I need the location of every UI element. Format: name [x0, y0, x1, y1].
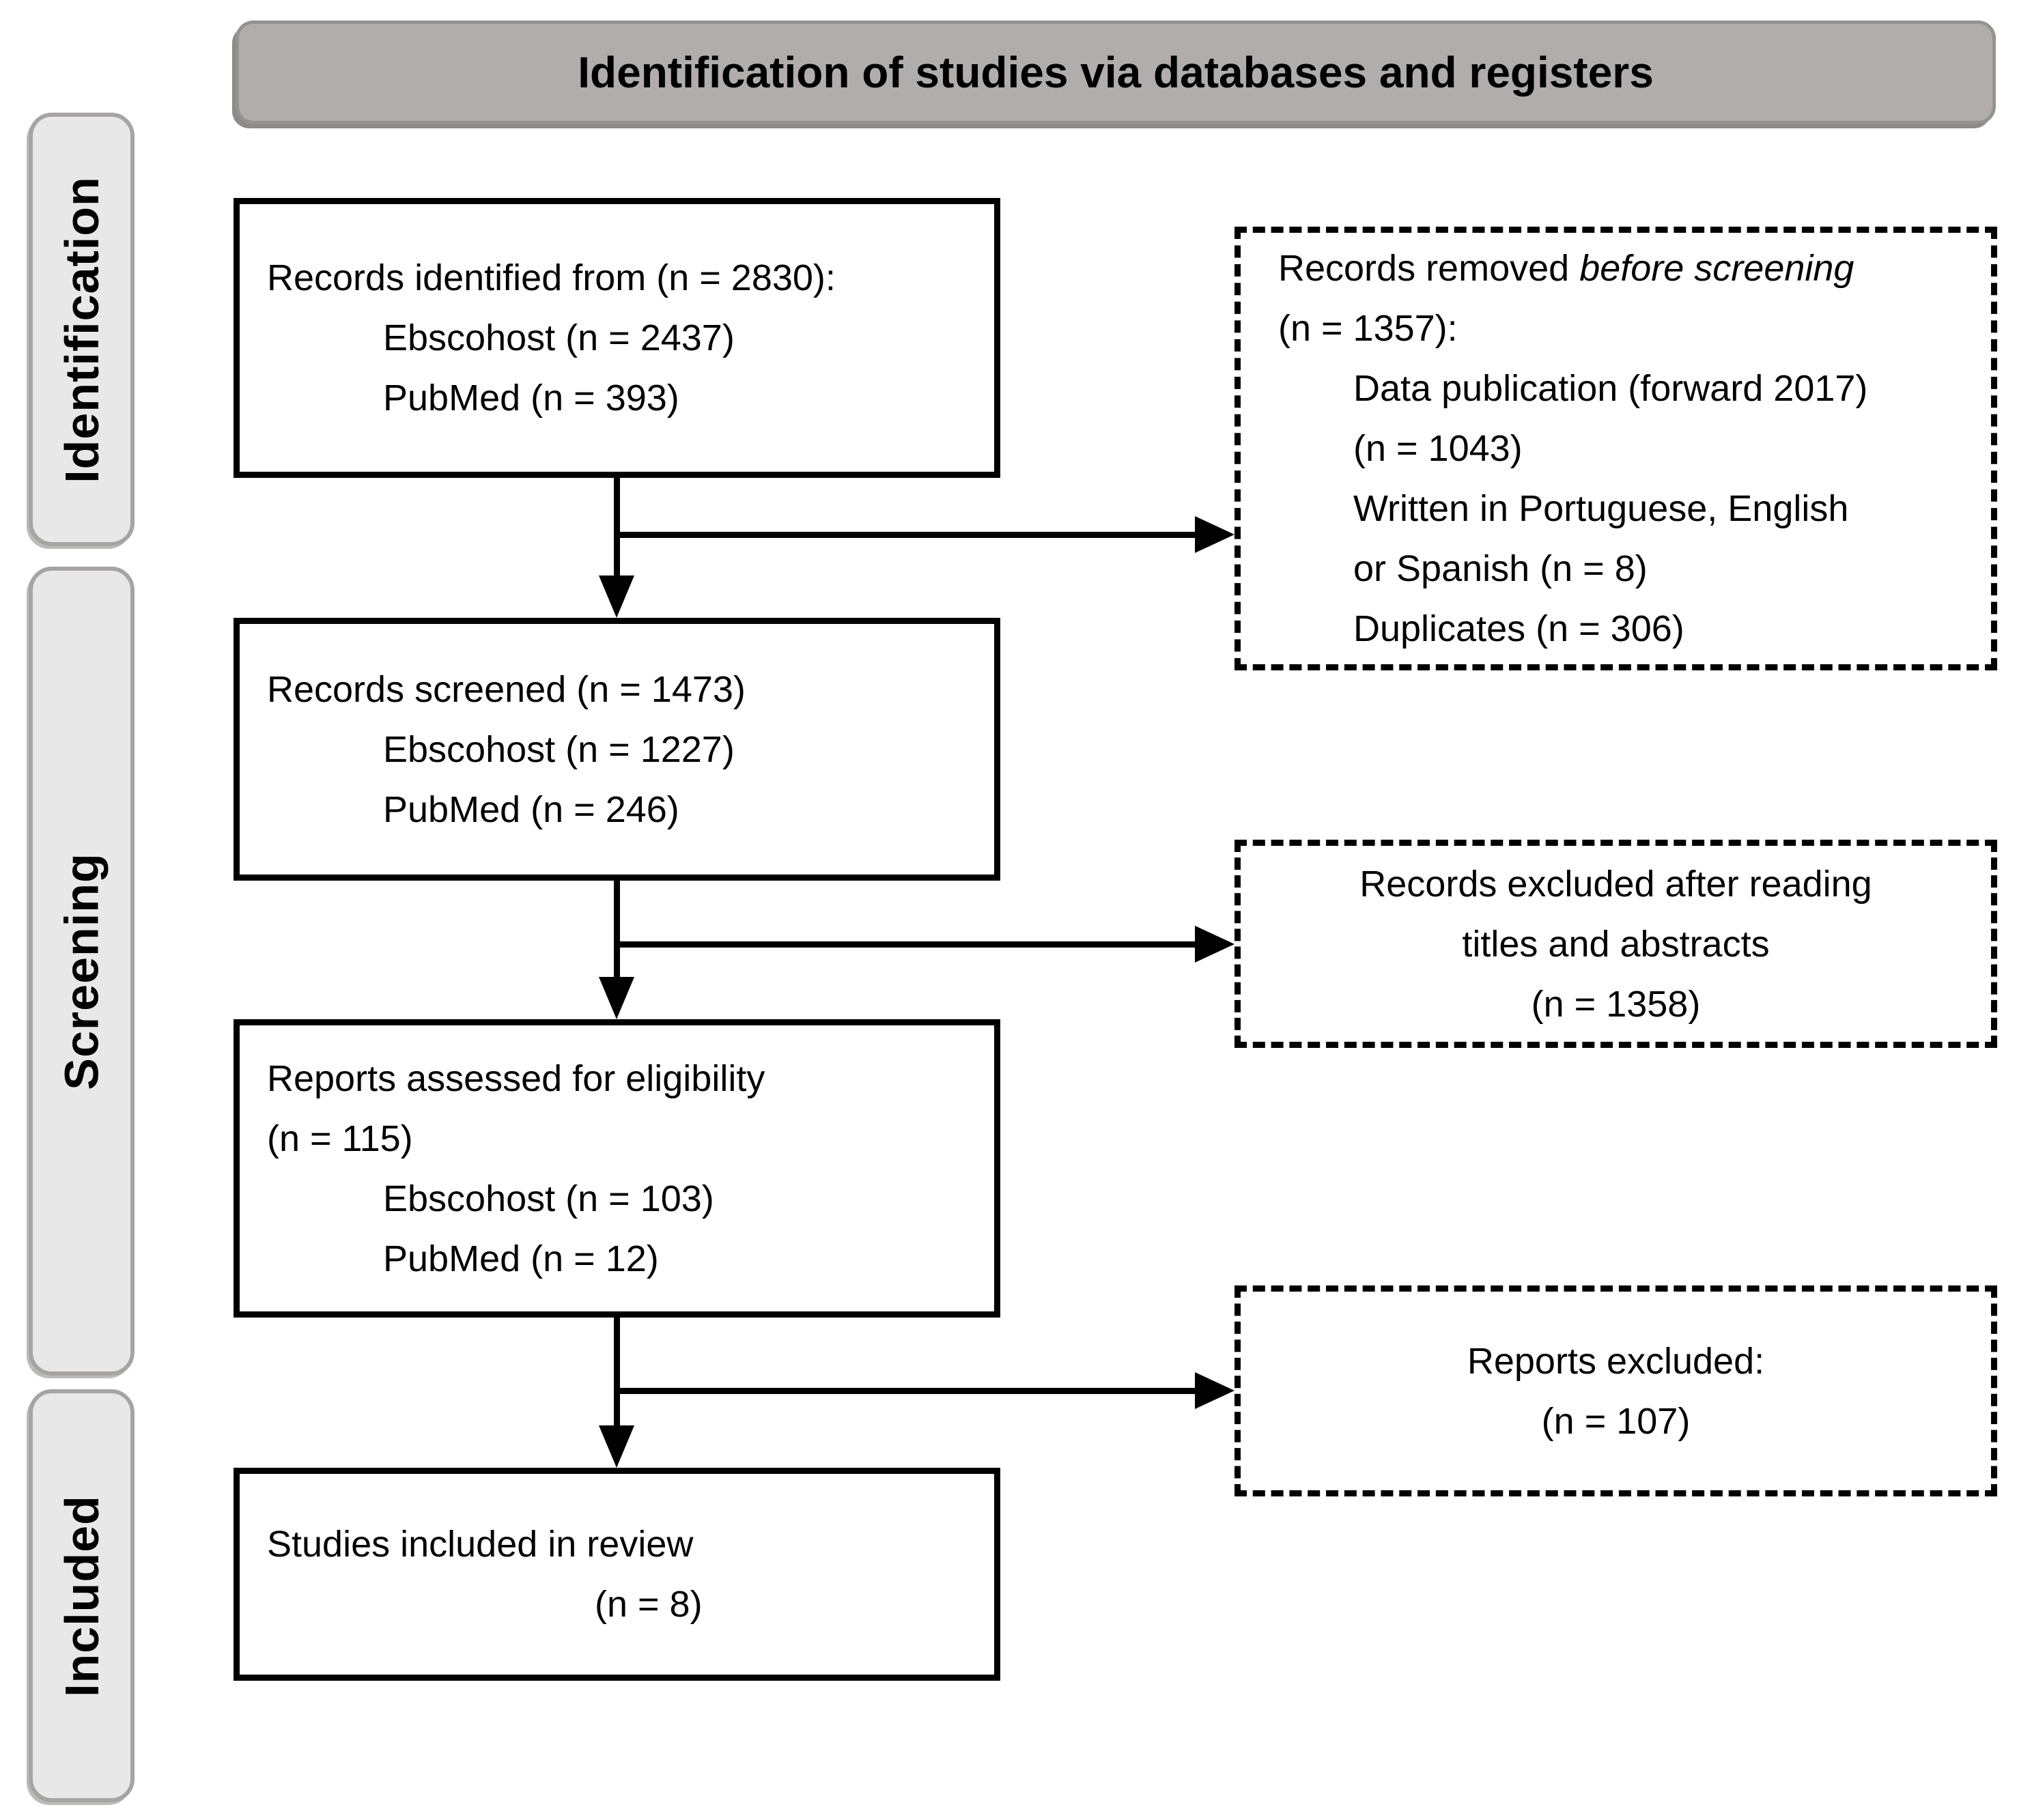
box-records-identified: Records identified from (n = 2830): Ebsco…: [234, 198, 1000, 478]
text-line: Records identified from (n = 2830):: [267, 257, 836, 298]
text-line: Duplicates (n = 306): [1353, 608, 1684, 649]
arrowhead-right-icon: [1195, 516, 1234, 553]
text-line: (n = 1358): [1531, 983, 1701, 1025]
text-line: Ebscohost (n = 103): [383, 1178, 714, 1219]
text-line: or Spanish (n = 8): [1353, 548, 1648, 589]
text-line: Records removed before screening: [1278, 248, 1854, 289]
text-line: (n = 115): [267, 1118, 413, 1159]
stage-label-screening: Screening: [29, 567, 135, 1376]
arrowhead-down-icon: [599, 977, 634, 1019]
text-line: Ebscohost (n = 1227): [383, 728, 735, 770]
box-studies-included: Studies included in review (n = 8): [234, 1468, 1000, 1681]
text-line: PubMed (n = 393): [383, 378, 679, 418]
box-records-excluded-titles-abstracts: Records excluded after reading titles and…: [1234, 840, 1997, 1048]
text-line: (n = 1357):: [1278, 308, 1458, 349]
stage-label-included: Included: [29, 1389, 135, 1802]
text-line: Records screened (n = 1473): [267, 668, 746, 710]
text-line: titles and abstracts: [1462, 923, 1770, 965]
diagram-title: Identification of studies via databases …: [578, 48, 1654, 97]
text-line: Ebscohost (n = 2437): [383, 317, 735, 358]
title-banner: Identification of studies via databases …: [236, 20, 1996, 124]
arrowhead-down-icon: [599, 1425, 634, 1468]
arrowhead-right-icon: [1195, 926, 1234, 963]
arrow-identified-to-screened-line: [614, 478, 620, 580]
stage-label-text: Identification: [55, 175, 109, 483]
arrowhead-right-icon: [1195, 1372, 1234, 1409]
text-line: Reports excluded:: [1467, 1340, 1765, 1382]
text-line: PubMed (n = 12): [383, 1238, 659, 1279]
arrow-assessed-to-reports-excluded-line: [617, 1388, 1196, 1394]
text-line: (n = 8): [595, 1584, 703, 1625]
stage-label-text: Included: [55, 1494, 109, 1697]
text-line: Studies included in review: [267, 1524, 694, 1565]
box-reports-excluded: Reports excluded: (n = 107): [1234, 1285, 1997, 1496]
text-line: Data publication (forward 2017): [1353, 368, 1868, 409]
box-records-removed-before-screening: Records removed before screening (n = 135…: [1234, 227, 1997, 670]
box-reports-assessed: Reports assessed for eligibility (n = 115…: [234, 1019, 1000, 1318]
text-line: Records excluded after reading: [1359, 863, 1872, 905]
arrow-assessed-to-included-line: [614, 1318, 620, 1430]
stage-label-identification: Identification: [29, 113, 135, 546]
arrow-screened-to-assessed-line: [614, 881, 620, 982]
arrow-screened-to-excluded-line: [617, 941, 1196, 948]
text-line: (n = 107): [1541, 1400, 1691, 1442]
text-line: (n = 1043): [1353, 428, 1523, 469]
arrow-identified-to-removed-line: [617, 532, 1196, 538]
text-line: Reports assessed for eligibility: [267, 1057, 765, 1099]
box-records-screened: Records screened (n = 1473) Ebscohost (n …: [234, 618, 1000, 881]
text-line: PubMed (n = 246): [383, 788, 679, 830]
text-line: Written in Portuguese, English: [1353, 488, 1849, 529]
arrowhead-down-icon: [599, 575, 634, 618]
stage-label-text: Screening: [55, 852, 109, 1090]
